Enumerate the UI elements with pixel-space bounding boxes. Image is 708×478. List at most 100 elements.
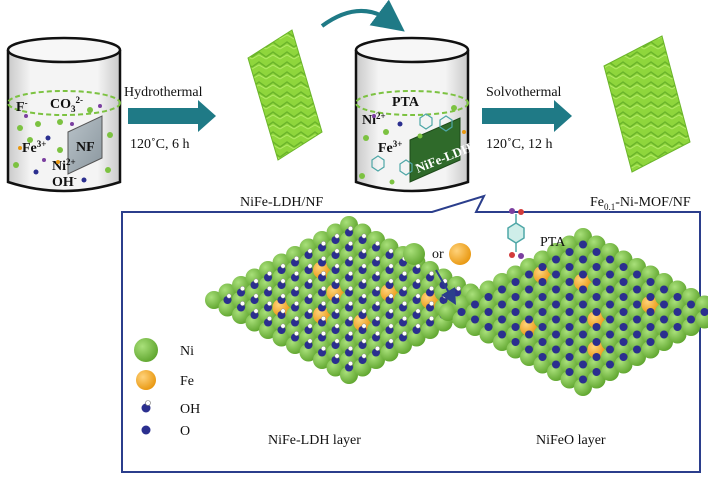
o-atom — [673, 323, 682, 331]
o-atom — [606, 360, 614, 369]
ni-atom — [520, 303, 538, 321]
ni-atom — [533, 250, 552, 269]
ni-atom — [259, 321, 277, 339]
o-atom — [498, 330, 506, 339]
ni-atom — [587, 235, 606, 254]
o-atom — [619, 308, 628, 316]
o-atom — [511, 323, 520, 331]
fe-atom — [587, 310, 606, 329]
h-atom — [307, 293, 313, 299]
h-atom — [267, 271, 272, 276]
ni-atom — [520, 258, 538, 276]
o-atom — [484, 323, 493, 331]
o-atom — [538, 323, 547, 331]
ni-atom — [560, 310, 579, 329]
ni-atom — [326, 238, 345, 257]
o-atom — [592, 278, 601, 286]
h-atom — [361, 293, 367, 299]
ni-atom — [367, 321, 385, 339]
ni-atom — [574, 258, 592, 276]
ni-atom — [340, 231, 358, 249]
ni-atom — [394, 321, 412, 339]
ni-atom — [218, 283, 237, 302]
hydrothermal-label: Hydrothermal — [124, 85, 203, 100]
product-1-label: NiFe-LDH/NF — [240, 195, 323, 210]
fe-atom — [353, 313, 372, 332]
ni-atom — [232, 291, 250, 309]
o-atom — [552, 300, 560, 309]
ni-atom — [407, 268, 426, 287]
ni-atom — [452, 310, 471, 329]
h-atom — [280, 323, 286, 329]
ni-atom — [614, 265, 633, 284]
o-atom — [457, 308, 466, 316]
o-atom — [592, 263, 601, 271]
h-atom — [375, 271, 380, 276]
ni-atom — [506, 340, 525, 359]
o-atom — [660, 300, 668, 309]
ni-atom — [394, 276, 412, 294]
o-atom — [565, 308, 574, 316]
nife-ldh-nf-sheet: NiFe-LDH/NF — [240, 29, 323, 210]
ni-atom — [533, 355, 552, 374]
solvothermal-label: Solvothermal — [486, 85, 562, 100]
ni-atom — [340, 321, 358, 339]
h-atom — [429, 301, 434, 306]
ni-atom — [353, 253, 372, 272]
ni-atom — [641, 280, 660, 299]
ni-atom — [286, 261, 304, 279]
h-atom — [348, 226, 353, 231]
h-atom — [307, 278, 313, 284]
o-atom — [538, 278, 547, 286]
ni-atom — [353, 298, 372, 317]
h-atom — [307, 308, 313, 314]
o-atom — [525, 270, 533, 279]
ni-atom — [421, 261, 439, 279]
fe-choice-ball — [449, 243, 471, 265]
h-atom — [321, 241, 326, 246]
pta-molecules — [371, 113, 453, 176]
h-atom — [226, 293, 232, 299]
ni-atom — [668, 280, 687, 299]
h-atom — [334, 338, 340, 344]
o-atom — [579, 285, 587, 294]
ni-atom — [560, 370, 579, 389]
ni-atom — [560, 235, 579, 254]
beaker-1-particles — [13, 104, 113, 183]
o-atom — [646, 338, 655, 346]
ni-atom — [479, 295, 498, 314]
o-atom — [498, 285, 506, 294]
ni-atom — [668, 310, 687, 329]
h-atom — [253, 278, 259, 284]
h-atom — [348, 346, 353, 351]
o-atom — [660, 315, 668, 324]
h-atom — [415, 323, 421, 329]
o-atom — [687, 315, 695, 324]
ni-atom — [232, 276, 250, 294]
ni-atom — [299, 298, 318, 317]
ni-atom — [614, 295, 633, 314]
ni-atom — [601, 288, 619, 306]
ni-atom — [547, 288, 565, 306]
o-atom — [606, 285, 614, 294]
ni-atom — [641, 340, 660, 359]
o-atom — [592, 293, 601, 301]
h-atom — [375, 346, 380, 351]
h-atom — [361, 263, 367, 269]
o-atom — [511, 308, 520, 316]
o-atom — [633, 330, 641, 339]
h-atom — [334, 233, 340, 239]
o-atom — [565, 263, 574, 271]
ni-atom — [367, 231, 385, 249]
o-atom — [606, 315, 614, 324]
ni-atom — [641, 325, 660, 344]
ni-atom — [394, 306, 412, 324]
h-atom — [307, 323, 313, 329]
h-atom — [321, 301, 326, 306]
ni-atom — [286, 321, 304, 339]
ni-atom — [313, 231, 331, 249]
ni-atom — [601, 333, 619, 351]
ni-atom — [394, 291, 412, 309]
ni-atom — [520, 348, 538, 366]
ni-atom — [407, 283, 426, 302]
